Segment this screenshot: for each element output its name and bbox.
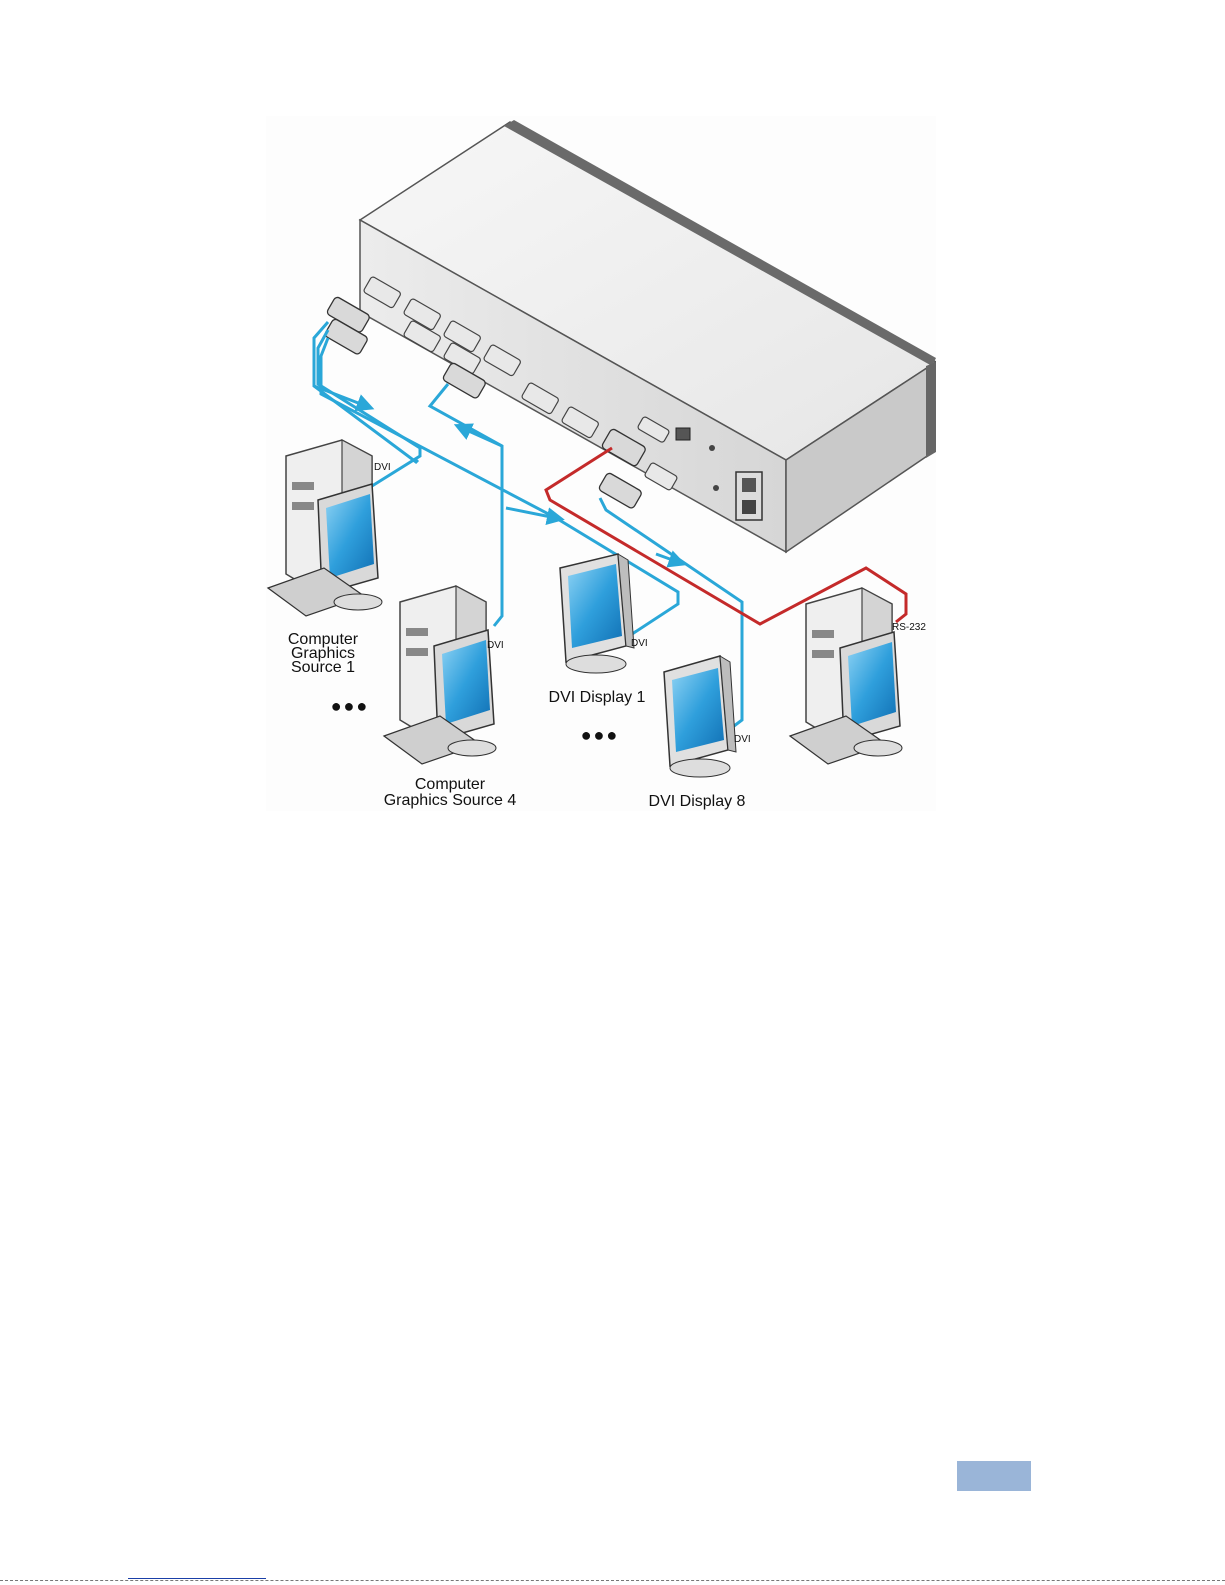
source-4-caption-line-1: Computer (415, 776, 486, 793)
ellipsis-sources: ●●● (331, 696, 370, 716)
diagram-svg: DVI DVI DVI DVI RS-232 Computer Graphics… (266, 116, 936, 811)
dvi-label-display-8: DVI (734, 734, 751, 745)
dvi-label-source-4: DVI (487, 640, 504, 651)
page-number-badge (957, 1461, 1031, 1491)
control-pc (790, 588, 902, 764)
dvi-display-1 (560, 554, 634, 673)
footer-rule (0, 1580, 1225, 1581)
ellipsis-displays: ●●● (581, 725, 620, 745)
display-8-caption: DVI Display 8 (649, 793, 746, 810)
connection-diagram: DVI DVI DVI DVI RS-232 Computer Graphics… (266, 116, 936, 811)
display-1-caption: DVI Display 1 (549, 689, 646, 706)
power-switch (736, 472, 762, 520)
dvi-label-source-1: DVI (374, 462, 391, 473)
source-1-caption-line-3: Source 1 (291, 659, 355, 676)
computer-source-4 (384, 586, 496, 764)
source-4-caption-line-2: Graphics Source 4 (384, 792, 517, 809)
rs232-label: RS-232 (892, 622, 926, 633)
dvi-label-display-1: DVI (631, 638, 648, 649)
footer-link-underline (128, 1578, 266, 1579)
computer-source-1 (268, 440, 382, 616)
dvi-display-8 (664, 656, 736, 777)
